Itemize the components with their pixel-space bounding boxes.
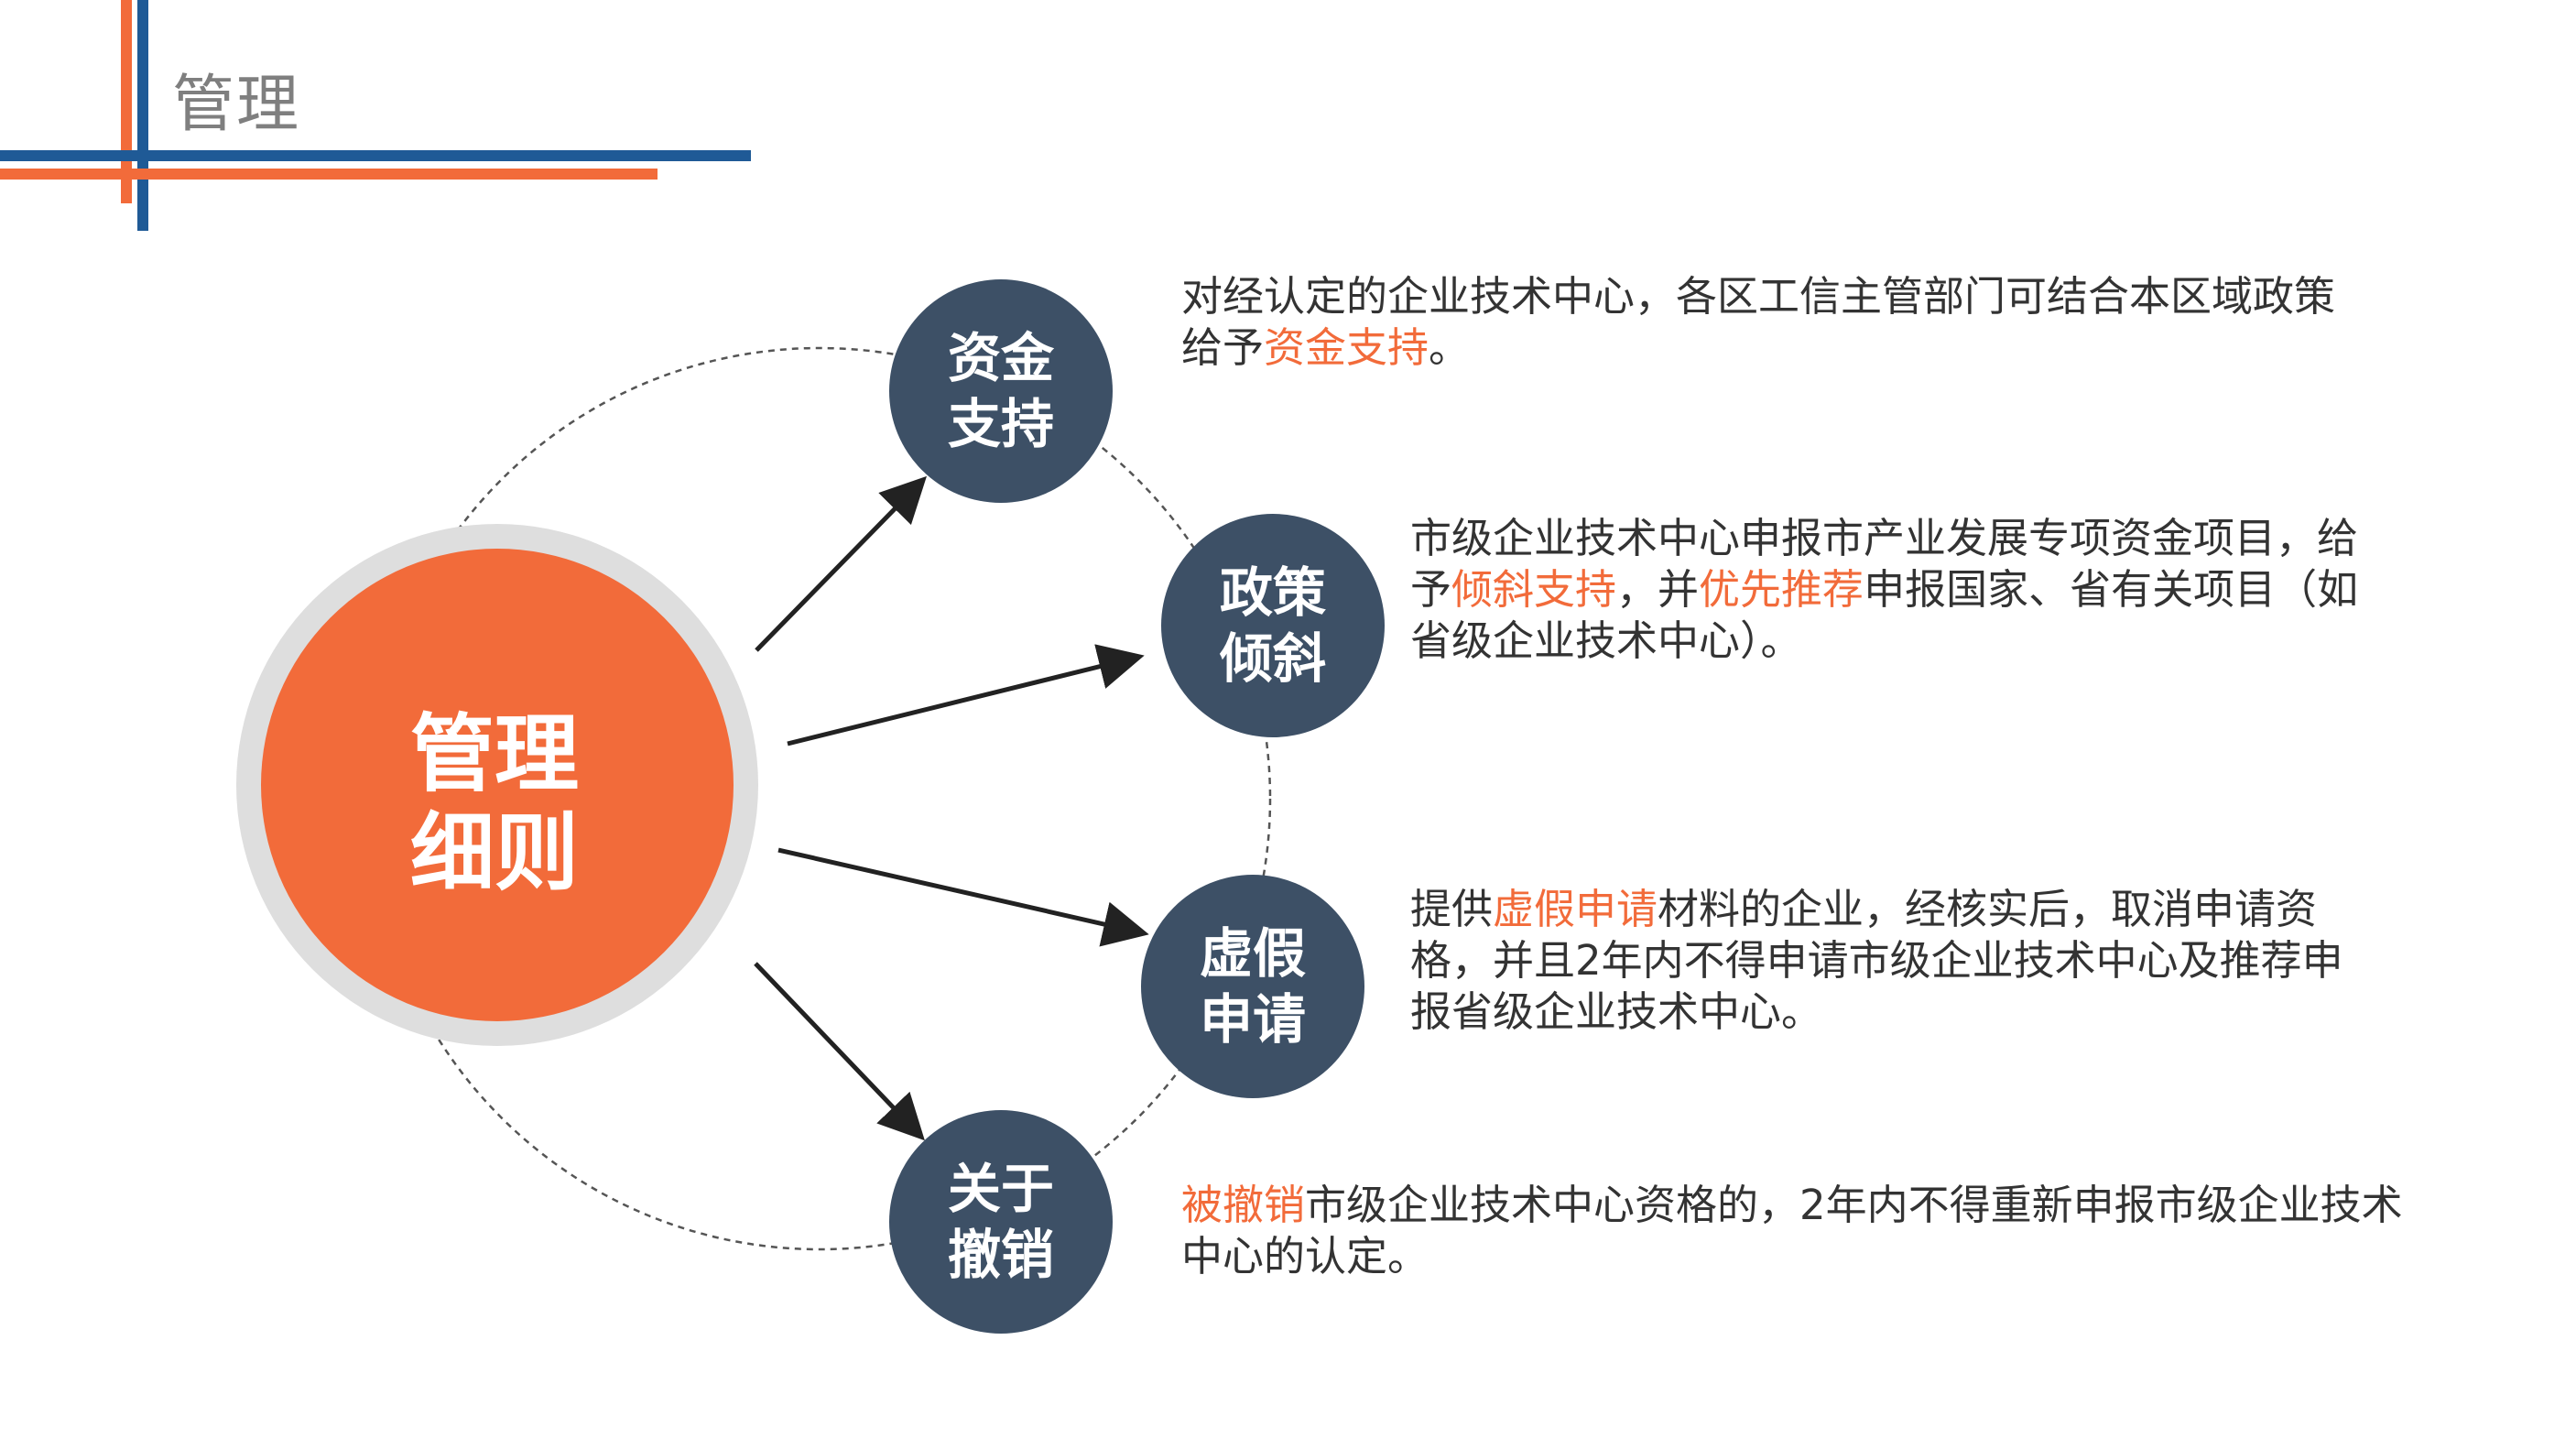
arrow-to-revocation xyxy=(754,962,925,1141)
node-label-line1: 政策 xyxy=(1219,561,1326,624)
center-label-line2: 细则 xyxy=(409,804,579,902)
description-revocation: 被撤销市级企业技术中心资格的，2年内不得重新申报市级企业技术中心的认定。 xyxy=(1181,1180,2408,1282)
description-false-application: 提供虚假申请材料的企业，经核实后，取消申请资格，并且2年内不得申请市级企业技术中… xyxy=(1410,884,2353,1038)
description-text: 对经认定的企业技术中心，各区工信主管部门可结合本区域政策给予 xyxy=(1181,272,2336,372)
node-label-line1: 虚假 xyxy=(1199,922,1306,985)
node-label-false-application: 虚假 申请 xyxy=(1143,921,1363,1052)
center-label-line1: 管理 xyxy=(409,705,579,803)
node-label-revocation: 关于 撤销 xyxy=(891,1156,1111,1288)
highlight-text: 虚假申请 xyxy=(1493,885,1658,933)
description-text: 。 xyxy=(1429,323,1471,372)
arrow-to-policy xyxy=(787,644,1145,746)
description-text: 申报国家、省有关项目（如省级企业技术中心）。 xyxy=(1410,565,2359,665)
orange-horizontal-line xyxy=(0,169,658,180)
node-label-line2: 撤销 xyxy=(947,1224,1054,1286)
node-label-policy: 政策 倾斜 xyxy=(1163,560,1383,692)
highlight-text: 倾斜支持 xyxy=(1451,565,1617,614)
highlight-text: 资金支持 xyxy=(1264,323,1429,372)
description-text: 材料的企业，经核实后，取消申请资格，并且2年内不得申请市级企业技术中心及推荐申报… xyxy=(1410,885,2343,1036)
node-circle-funding xyxy=(889,279,1113,503)
highlight-text: 被撤销 xyxy=(1181,1181,1306,1229)
node-label-line2: 倾斜 xyxy=(1219,627,1326,690)
node-circle-revocation xyxy=(889,1110,1113,1334)
description-policy: 市级企业技术中心申报市产业发展专项资金项目，给予倾斜支持，并优先推荐申报国家、省… xyxy=(1410,513,2372,667)
node-label-line2: 申请 xyxy=(1199,988,1306,1051)
page-title: 管理 xyxy=(172,69,301,141)
description-text: 提供 xyxy=(1410,885,1494,933)
node-label-line1: 资金 xyxy=(947,327,1054,389)
description-text: 市级企业技术中心申报市产业发展专项资金项目，给予 xyxy=(1410,514,2359,614)
node-circle-policy xyxy=(1161,514,1385,737)
arrow-to-funding xyxy=(755,475,927,652)
center-circle xyxy=(261,549,734,1021)
node-label-line1: 关于 xyxy=(947,1158,1054,1220)
dashed-orbit-ring xyxy=(367,346,1272,1251)
description-funding: 对经认定的企业技术中心，各区工信主管部门可结合本区域政策给予资金支持。 xyxy=(1181,271,2372,374)
highlight-text: 优先推荐 xyxy=(1699,565,1864,614)
arrow-to-false-application xyxy=(777,847,1149,947)
node-circle-false-application xyxy=(1141,875,1364,1098)
description-text: 市级企业技术中心资格的，2年内不得重新申报市级企业技术中心的认定。 xyxy=(1181,1181,2403,1280)
node-label-funding: 资金 支持 xyxy=(891,325,1111,457)
center-label: 管理 细则 xyxy=(256,705,733,903)
blue-horizontal-line xyxy=(0,150,751,161)
node-label-line2: 支持 xyxy=(947,393,1054,455)
description-text: ，并 xyxy=(1616,565,1700,614)
